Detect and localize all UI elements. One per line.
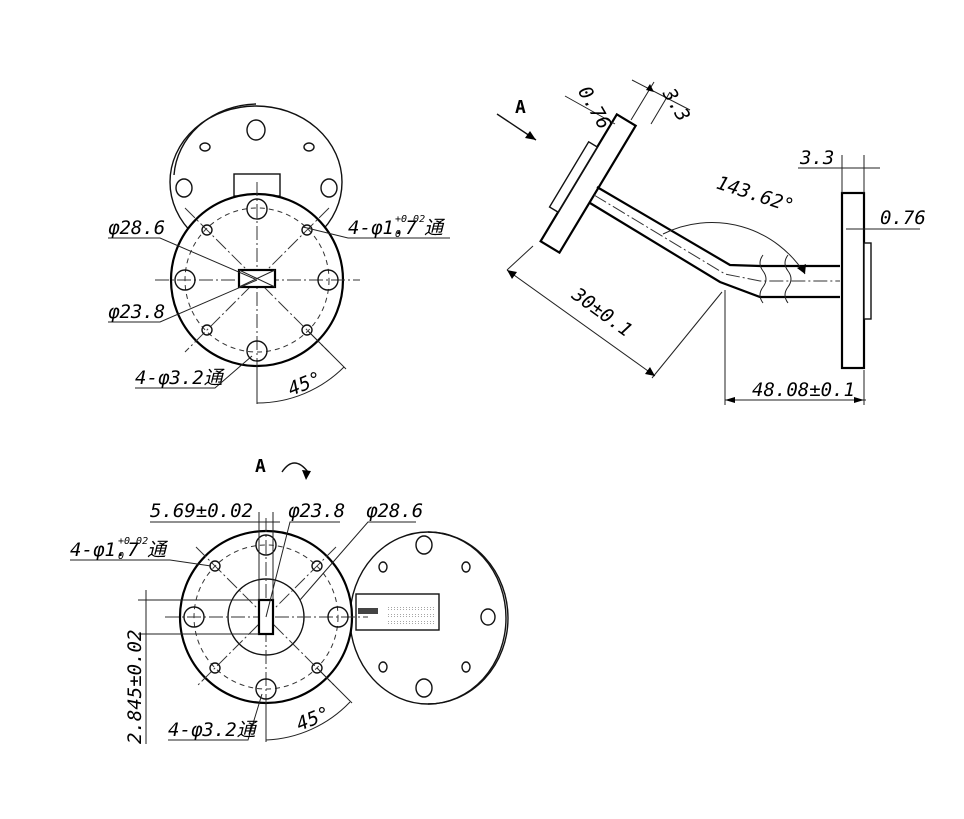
small-hole (201, 224, 213, 236)
bottom-view: A :::::::::::::::: :::::::::::::::: ::::… (70, 456, 509, 744)
top-left-view: φ28.6 φ23.8 4-φ1.7 +0.02 0 通 4-φ3.2通 45° (108, 103, 450, 404)
svg-text:::::::::::::::::: :::::::::::::::: (387, 620, 435, 626)
small-hole (301, 324, 313, 336)
large-holes-note-bottom: 4-φ3.2通 (168, 719, 259, 741)
large-hole (317, 269, 339, 291)
waveguide-tube (589, 186, 840, 299)
small-holes-note: 4-φ1.7 (348, 217, 417, 239)
left-flange (539, 112, 638, 255)
small-holes-suffix-bottom: 通 (147, 539, 169, 561)
dia-inner-bottom: φ23.8 (288, 500, 345, 522)
slot-height: 2.845±0.02 (124, 630, 146, 744)
small-hole (301, 224, 313, 236)
svg-text:::::::::::::::::: :::::::::::::::: (387, 606, 435, 612)
large-hole (174, 269, 196, 291)
nameplate-logo (358, 608, 378, 614)
large-hole (246, 340, 268, 362)
dia-inner-label: φ23.8 (108, 301, 165, 323)
svg-text:::::::::::::::::: :::::::::::::::: (387, 613, 435, 619)
angle-label: 45° (285, 367, 325, 400)
left-flange-thickness: 0.76 (573, 83, 615, 134)
length-left: 30±0.1 (567, 283, 636, 342)
small-holes-tol-lower: 0 (395, 229, 401, 240)
right-flange-thickness: 0.76 (880, 207, 926, 229)
small-holes-suffix: 通 (424, 217, 446, 239)
small-holes-tol-upper-bottom: +0.02 (118, 536, 148, 547)
small-holes-note-bottom: 4-φ1.7 (70, 539, 139, 561)
small-holes-tol-upper: +0.02 (395, 214, 425, 225)
length-right: 48.08±0.1 (752, 379, 855, 401)
angle-bottom: 45° (293, 702, 333, 735)
view-a-label: A (255, 456, 266, 477)
rear-flange-bottom: :::::::::::::::: :::::::::::::::: ::::::… (349, 531, 509, 705)
small-hole (201, 324, 213, 336)
right-flange-width: 3.3 (799, 147, 834, 169)
left-flange-boss (548, 140, 599, 214)
small-holes-tol-lower-bottom: 0 (118, 551, 124, 562)
large-holes-note: 4-φ3.2通 (135, 367, 226, 389)
dia-outer-label: φ28.6 (108, 217, 165, 239)
side-view: A 3.3 0.76 143.62° (496, 79, 926, 405)
slot-width: 5.69±0.02 (150, 500, 253, 522)
right-flange (840, 191, 866, 370)
large-hole (246, 198, 268, 220)
right-flange-boss (863, 242, 872, 320)
dia-outer-bottom: φ28.6 (366, 500, 423, 522)
bend-angle: 143.62° (714, 172, 797, 218)
view-a-arrow-label: A (515, 97, 526, 118)
